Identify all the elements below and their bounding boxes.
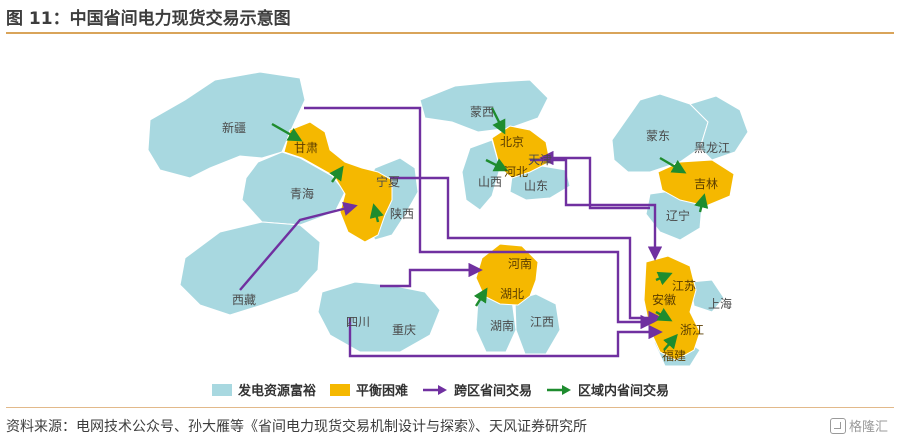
label-beijing: 北京	[500, 135, 524, 149]
arrow-liaoning-to-jilin	[694, 193, 709, 213]
arrow-liaoning-to-beijing	[539, 150, 650, 210]
legend-arrow-green-icon	[547, 384, 572, 395]
label-heilongjiang: 黑龙江	[694, 141, 730, 155]
label-mengdong: 蒙东	[646, 129, 670, 143]
cross-region-arrows	[239, 106, 663, 358]
label-shaanxi: 陕西	[390, 206, 414, 221]
arrow-fujian-to-zhejiang	[663, 333, 678, 351]
arrow-xizang-to-shaanxi	[239, 201, 358, 291]
legend-item-tight: 平衡困难	[330, 380, 408, 399]
arrow-mengxi-to-east	[530, 158, 663, 261]
label-jiangsu: 江苏	[672, 279, 696, 293]
label-tianjin: 天津	[528, 153, 552, 167]
arrow-mengdong-to-jilin	[659, 156, 687, 174]
figure-title: 图 11：中国省间电力现货交易示意图	[6, 9, 291, 29]
label-gansu: 甘肃	[294, 141, 318, 155]
region-heilongjiang	[689, 95, 749, 161]
watermark-logo-icon	[829, 417, 846, 434]
arrow-xinjiang-to-east	[304, 106, 655, 330]
label-henan: 河南	[508, 256, 532, 271]
region-xizang	[179, 221, 321, 316]
legend-label-tight: 平衡困难	[356, 384, 409, 399]
label-qinghai: 青海	[290, 186, 314, 201]
title-rule	[6, 32, 894, 34]
source-rule	[6, 407, 894, 408]
arrow-xinjiang-to-gansu	[271, 122, 303, 142]
region-jiangxi	[514, 293, 561, 355]
region-mengxi	[419, 79, 549, 133]
label-chongqing: 重庆	[392, 323, 416, 337]
label-mengxi: 蒙西	[470, 105, 494, 119]
label-hunan: 湖南	[490, 318, 514, 333]
in-region-arrows	[271, 107, 709, 351]
arrow-shanxi-to-hebei	[485, 158, 509, 172]
arrow-sichuan-to-zhejiang	[348, 318, 663, 358]
arrow-anhui-to-zhejiang	[655, 308, 673, 322]
label-sichuan: 四川	[346, 315, 370, 329]
arrow-henan-to-hubei	[473, 287, 488, 307]
label-hubei: 湖北	[500, 286, 524, 301]
legend-label-rich: 发电资源富裕	[238, 384, 317, 399]
source-note: 资料来源：电网技术公众号、孙大雁等《省间电力现货交易机制设计与探索》、天风证券研…	[6, 419, 587, 435]
legend-item-in-region: 区域内省间交易	[546, 380, 669, 399]
watermark-text: 格隆汇	[848, 420, 888, 435]
arrow-ningxia-to-east	[390, 176, 663, 326]
watermark: 格隆汇	[829, 416, 888, 435]
region-shandong	[509, 165, 571, 201]
legend-arrow-purple-icon	[423, 384, 448, 395]
legend-swatch-tight	[330, 383, 351, 396]
arrow-shaanxi-to-ningxia	[369, 203, 384, 223]
label-fujian: 福建	[662, 348, 686, 363]
legend: 发电资源富裕 平衡困难 跨区省间交易 区域内省间交易	[212, 380, 669, 399]
label-xinjiang: 新疆	[222, 120, 246, 135]
region-sichuan-chongqing	[317, 281, 441, 353]
arrow-qinghai-to-gansu	[329, 165, 344, 183]
region-east-coast	[643, 255, 701, 361]
legend-label-cross-region: 跨区省间交易	[454, 384, 533, 399]
label-shanghai: 上海	[708, 296, 732, 311]
label-shanxi: 山西	[478, 175, 502, 189]
label-zhejiang: 浙江	[680, 323, 704, 337]
legend-swatch-rich	[212, 383, 232, 396]
legend-item-rich: 发电资源富裕	[212, 380, 316, 399]
label-liaoning: 辽宁	[666, 208, 690, 223]
label-jilin: 吉林	[694, 177, 718, 191]
arrow-jiangsu-to-anhui	[655, 271, 673, 286]
region-shanghai	[689, 279, 725, 313]
legend-item-cross-region: 跨区省间交易	[422, 380, 532, 399]
label-hebei: 河北	[504, 165, 528, 179]
label-jiangxi: 江西	[530, 315, 554, 329]
arrow-sichuan-to-hubei	[380, 262, 483, 288]
label-anhui: 安徽	[652, 292, 676, 307]
map-diagram: 新疆 甘肃 青海 宁夏 陕西 西藏 四川 重庆 蒙西 北京 天津 河北 山西 山…	[147, 71, 749, 367]
label-xizang: 西藏	[232, 293, 256, 307]
province-labels: 新疆 甘肃 青海 宁夏 陕西 西藏 四川 重庆 蒙西 北京 天津 河北 山西 山…	[222, 105, 732, 363]
legend-label-in-region: 区域内省间交易	[578, 384, 670, 399]
label-shandong: 山东	[524, 179, 548, 193]
label-ningxia: 宁夏	[376, 174, 400, 189]
arrow-mengxi-to-beijing	[490, 107, 506, 135]
